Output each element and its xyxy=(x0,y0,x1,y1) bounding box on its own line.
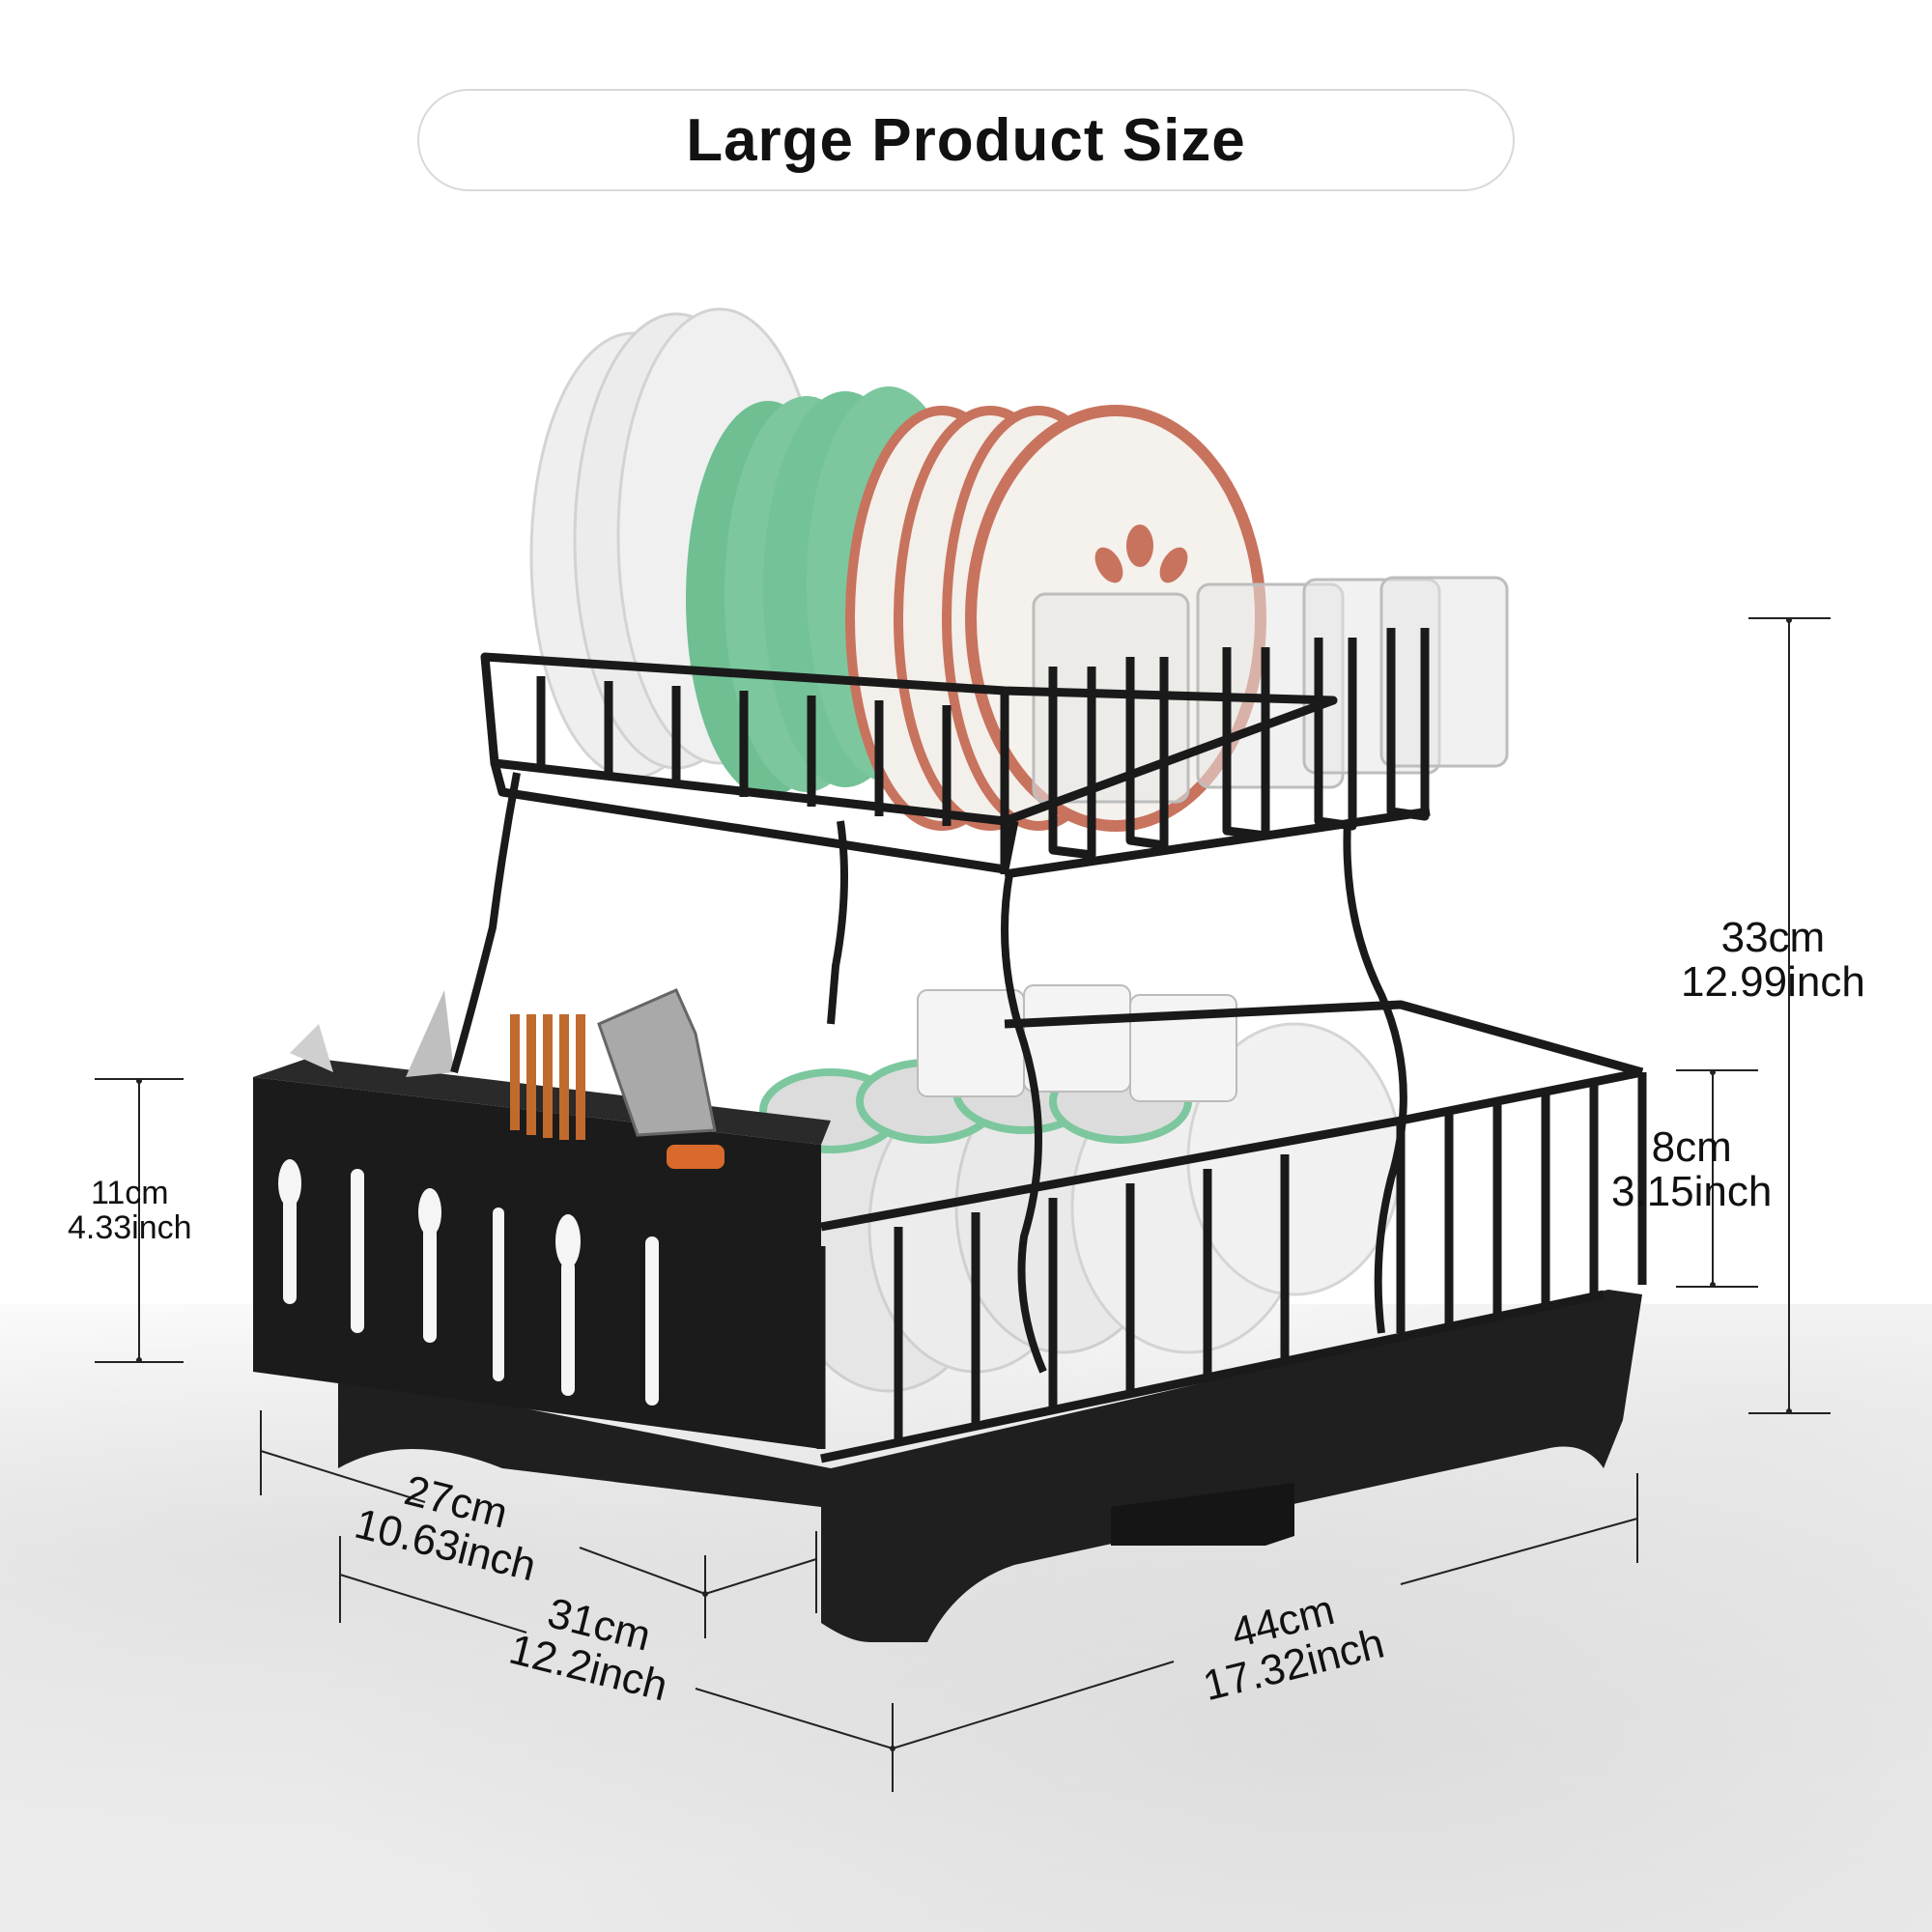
tier-height-inch: 3.15inch xyxy=(1611,1168,1773,1216)
chopsticks xyxy=(510,1014,585,1140)
utensil-holder-height-cm: 11cm xyxy=(90,1175,169,1211)
total-height-cm: 33cm xyxy=(1720,914,1826,961)
utensil-holder-height-label: 11cm 4.33inch xyxy=(68,1175,192,1246)
total-height-label: 33cm 12.99inch xyxy=(1681,914,1865,1007)
tier-height-cm: 8cm xyxy=(1651,1123,1732,1171)
drain-spout xyxy=(1111,1483,1294,1546)
total-height-inch: 12.99inch xyxy=(1681,958,1865,1007)
upper-wire-shelf xyxy=(480,628,1431,879)
title-banner: Large Product Size xyxy=(417,89,1515,191)
dimension-lines xyxy=(95,617,1831,1792)
plate-pattern-icon xyxy=(1094,525,1188,583)
utensil-holder-height-inch: 4.33inch xyxy=(68,1208,192,1246)
support-legs xyxy=(450,772,1407,1374)
dimension-end-dots xyxy=(136,617,1792,1751)
utensil-holder xyxy=(253,988,831,1449)
drip-tray xyxy=(338,1290,1642,1642)
tier-height-label: 8cm 3.15inch xyxy=(1611,1123,1773,1216)
lower-tier-bowls xyxy=(759,984,1403,1393)
page-title: Large Product Size xyxy=(686,106,1246,174)
utensil-holder-cutouts xyxy=(278,1159,659,1406)
